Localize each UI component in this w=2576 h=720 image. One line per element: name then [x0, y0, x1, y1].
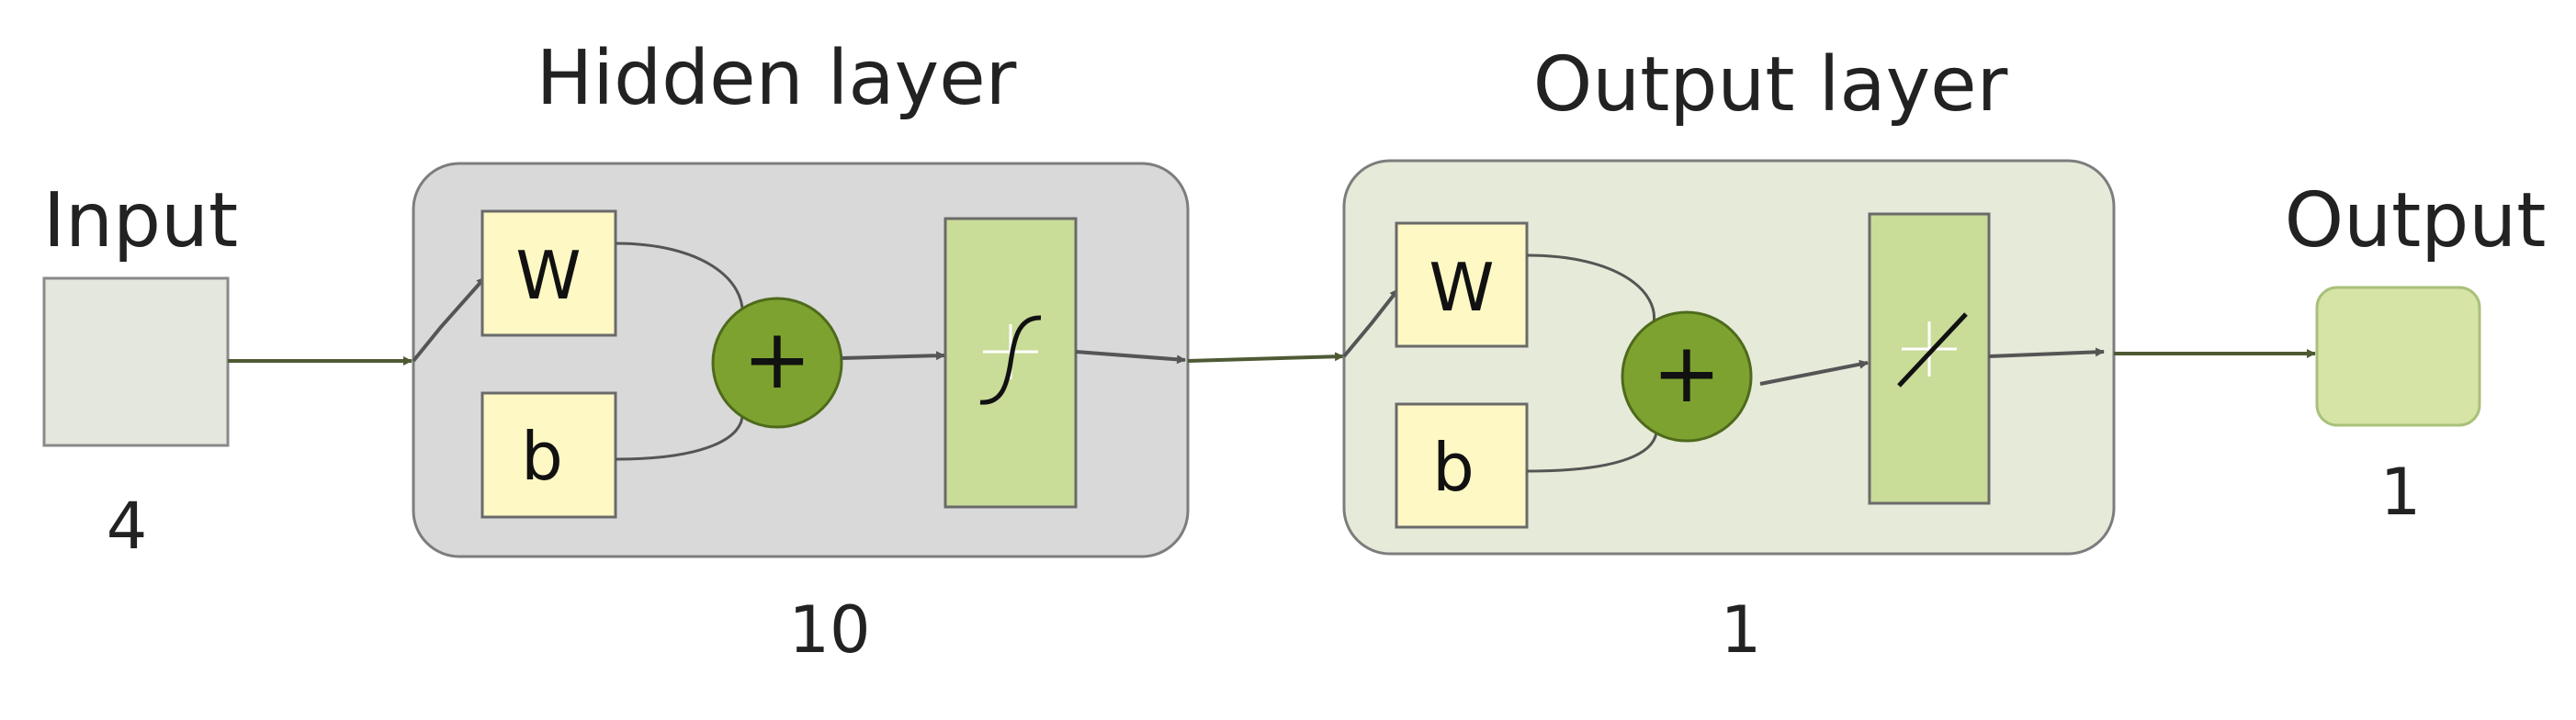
output-node — [2315, 286, 2481, 427]
output-bias-label: b — [1432, 429, 1474, 506]
hidden-bias-to-sum-curve — [615, 410, 744, 461]
output-input-branch-arrow — [1342, 287, 1400, 358]
hidden-bias-box — [480, 391, 617, 519]
input-size: 4 — [107, 489, 148, 564]
output-activation-out-arrow — [1988, 347, 2105, 358]
output-layer-size: 1 — [1721, 592, 1762, 668]
output-sum-node — [1621, 310, 1753, 443]
input-title: Input — [43, 177, 238, 264]
output-weight-box — [1395, 221, 1529, 348]
output-weight-to-sum-curve — [1526, 253, 1656, 324]
input-node — [42, 276, 230, 447]
hidden-layer-title: Hidden layer — [537, 35, 1017, 122]
sigmoid-icon — [979, 315, 1042, 405]
hidden-weight-box — [480, 209, 617, 337]
output-bias-box — [1395, 402, 1529, 529]
output-layer-title: Output layer — [1533, 41, 2008, 129]
hidden-sum-node — [711, 297, 843, 429]
hidden-activation-out-arrow — [1075, 350, 1186, 365]
hidden-weight-to-sum-curve — [615, 242, 744, 318]
linear-icon — [1897, 312, 1968, 388]
hidden-sum-symbol: + — [742, 311, 811, 408]
hidden-sum-to-activation-arrow — [841, 351, 945, 361]
output-sum-to-activation-arrow — [1759, 359, 1869, 386]
output-title: Output — [2285, 177, 2547, 264]
hidden-input-branch-arrow — [412, 276, 487, 363]
output-weight-label: W — [1429, 249, 1494, 326]
hidden-layer-size: 10 — [788, 592, 870, 668]
output-size: 1 — [2380, 455, 2422, 530]
output-sum-symbol: + — [1652, 325, 1721, 422]
hidden-to-output-arrow — [1187, 352, 1344, 363]
hidden-weight-label: W — [515, 237, 581, 314]
hidden-bias-label: b — [521, 418, 563, 495]
